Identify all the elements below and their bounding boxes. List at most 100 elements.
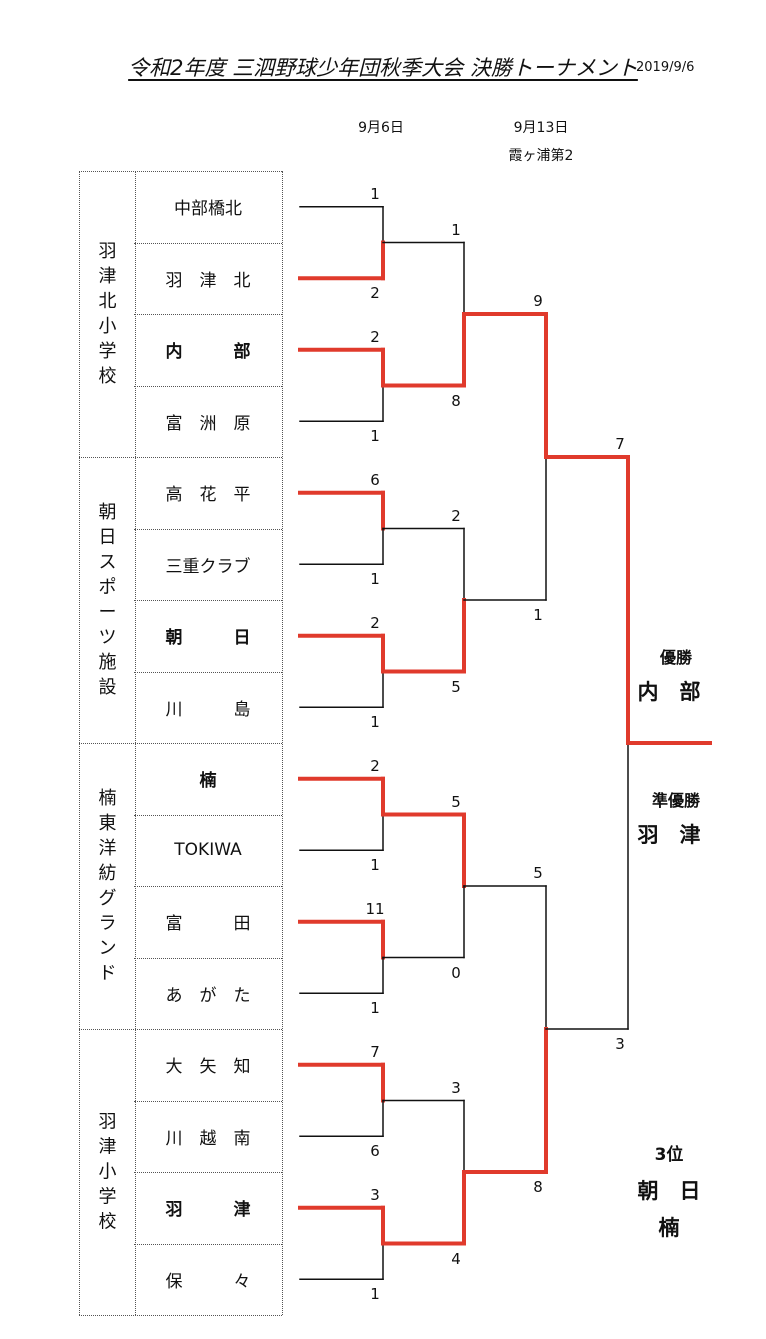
match-score: 8 (451, 391, 461, 410)
champion-label: 優勝 (659, 648, 692, 667)
team-separator (134, 814, 282, 816)
team-cell: 羽 津 北 (134, 243, 282, 314)
team-name: 川 越 南 (165, 1128, 251, 1149)
team-cell: 中部橋北 (134, 171, 282, 242)
venue-block: 羽津小学校 (79, 1029, 136, 1315)
match-score: 3 (615, 1035, 625, 1053)
match-score: 1 (370, 713, 380, 732)
team-separator (134, 314, 282, 315)
team-separator (134, 671, 282, 673)
team-cell: 高 花 平 (134, 457, 282, 528)
team-name: 三重クラブ (165, 556, 251, 577)
team-cell: 川 島 (134, 672, 282, 743)
match-score: 1 (370, 1285, 380, 1304)
team-name: 朝 日 (165, 628, 251, 648)
grid-top-border (79, 171, 282, 172)
match-score: 6 (370, 1142, 380, 1161)
match-score: 1 (370, 570, 380, 589)
team-name: 羽 津 (165, 1200, 251, 1220)
match-score: 1 (370, 427, 380, 446)
venue-block: 楠東洋紡グランド (79, 743, 136, 1029)
match-score: 0 (451, 963, 461, 982)
team-cell: 富 洲 原 (134, 386, 282, 457)
match-score: 5 (451, 792, 461, 811)
champion-team: 内 部 (637, 680, 701, 704)
team-separator (134, 1172, 282, 1173)
team-name: 保 々 (165, 1271, 251, 1292)
venue-separator (79, 1029, 282, 1030)
match-score: 2 (370, 756, 380, 775)
team-cell: TOKIWA (134, 815, 282, 886)
round1-date: 9月6日 (358, 120, 404, 136)
team-separator (134, 600, 282, 601)
team-name: あ が た (165, 985, 251, 1006)
team-cell: 三重クラブ (134, 529, 282, 600)
team-name: 富 田 (165, 914, 251, 934)
match-score: 3 (370, 1185, 380, 1204)
match-score: 6 (370, 470, 380, 489)
match-score: 7 (370, 1042, 380, 1061)
team-cell: 朝 日 (134, 600, 282, 671)
match-score: 1 (533, 606, 543, 624)
team-cell: 富 田 (134, 886, 282, 957)
match-score: 11 (365, 899, 385, 918)
team-separator (134, 528, 282, 530)
match-score: 7 (615, 435, 625, 453)
match-score: 5 (451, 677, 461, 696)
match-score: 2 (451, 506, 461, 525)
team-separator (134, 1100, 282, 1102)
venue-separator (79, 1315, 282, 1316)
match-score: 8 (533, 1178, 543, 1196)
round2-date: 9月13日 (513, 120, 569, 136)
team-cell: 大 矢 知 (134, 1029, 282, 1100)
page-title: 令和2年度 三泗野球少年団秋季大会 決勝トーナメント (128, 56, 638, 80)
team-cell: 羽 津 (134, 1172, 282, 1243)
team-cell: 楠 (134, 743, 282, 814)
match-score: 9 (533, 292, 543, 310)
match-score: 2 (370, 284, 380, 303)
document-date: 2019/9/6 (636, 60, 695, 75)
venue-name: 羽津小学校 (98, 1111, 117, 1233)
match-score: 1 (451, 220, 461, 239)
team-cell: 内 部 (134, 314, 282, 385)
match-score: 2 (370, 327, 380, 346)
third-place-team-1: 朝 日 (637, 1179, 701, 1203)
venue-name: 羽津北小学校 (98, 241, 117, 387)
venue-name: 朝日スポーツ施設 (98, 502, 117, 698)
match-score: 3 (451, 1078, 461, 1097)
match-score: 1 (370, 184, 380, 203)
third-place-team-2: 楠 (658, 1216, 680, 1240)
team-separator (134, 385, 282, 387)
team-cell: あ が た (134, 958, 282, 1029)
runner-up-label: 準優勝 (651, 791, 700, 810)
team-name: 大 矢 知 (165, 1057, 251, 1077)
venue-separator (79, 457, 282, 458)
third-place-label: 3位 (654, 1145, 684, 1165)
match-score: 2 (370, 613, 380, 632)
team-name: 富 洲 原 (165, 413, 251, 434)
team-cell: 保 々 (134, 1244, 282, 1315)
team-name: TOKIWA (174, 840, 242, 860)
team-separator (134, 242, 282, 244)
match-score: 1 (370, 999, 380, 1018)
venue-separator (79, 743, 282, 744)
team-separator (134, 1243, 282, 1245)
team-name: 楠 (199, 771, 217, 791)
match-score: 1 (370, 856, 380, 875)
match-score: 5 (533, 864, 543, 882)
venue-name: 楠東洋紡グランド (98, 788, 117, 984)
match-score: 4 (451, 1249, 461, 1268)
team-name: 高 花 平 (165, 485, 251, 505)
team-separator (134, 957, 282, 959)
runner-up-team: 羽 津 (637, 823, 701, 847)
team-separator (134, 886, 282, 887)
team-cell: 川 越 南 (134, 1101, 282, 1172)
team-name: 内 部 (165, 342, 251, 362)
round2-venue: 霞ヶ浦第2 (508, 148, 574, 164)
team-name: 中部橋北 (174, 199, 242, 219)
venue-block: 羽津北小学校 (79, 171, 136, 457)
team-name: 羽 津 北 (165, 270, 251, 291)
grid-right-border (282, 171, 283, 1315)
team-name: 川 島 (165, 699, 251, 720)
